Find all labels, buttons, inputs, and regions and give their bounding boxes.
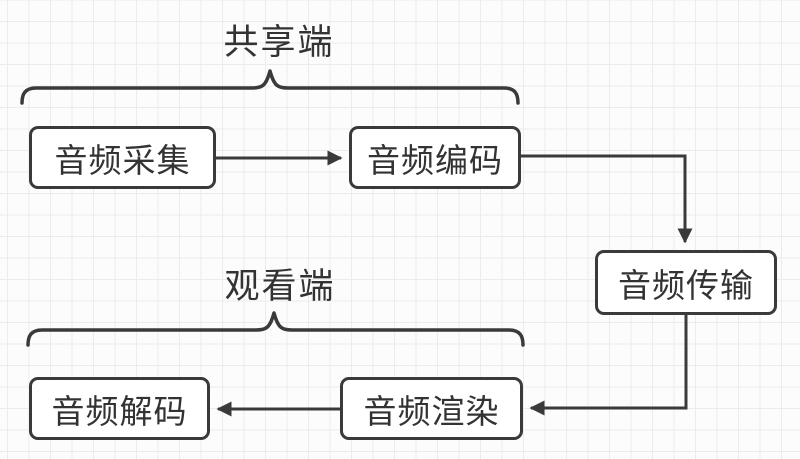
viewing-group-label: 观看端 [224, 267, 336, 306]
node-audio-render: 音频渲染 [340, 377, 523, 440]
viewing-group-brace-icon [26, 311, 525, 347]
node-audio-encode: 音频编码 [349, 126, 521, 189]
node-audio-render-label: 音频渲染 [363, 392, 500, 430]
node-audio-decode-label: 音频解码 [51, 392, 188, 430]
node-audio-decode: 音频解码 [29, 377, 210, 440]
arrow-transmit-to-render [529, 315, 688, 416]
sharing-group-label: 共享端 [223, 23, 335, 62]
node-audio-capture: 音频采集 [29, 126, 216, 189]
node-audio-transmit: 音频传输 [595, 250, 777, 315]
arrow-encode-to-transmit [521, 154, 693, 244]
sharing-group-brace-icon [20, 69, 520, 105]
node-audio-transmit-label: 音频传输 [618, 266, 754, 304]
node-audio-encode-label: 音频编码 [367, 141, 503, 179]
node-audio-capture-label: 音频采集 [54, 141, 191, 179]
